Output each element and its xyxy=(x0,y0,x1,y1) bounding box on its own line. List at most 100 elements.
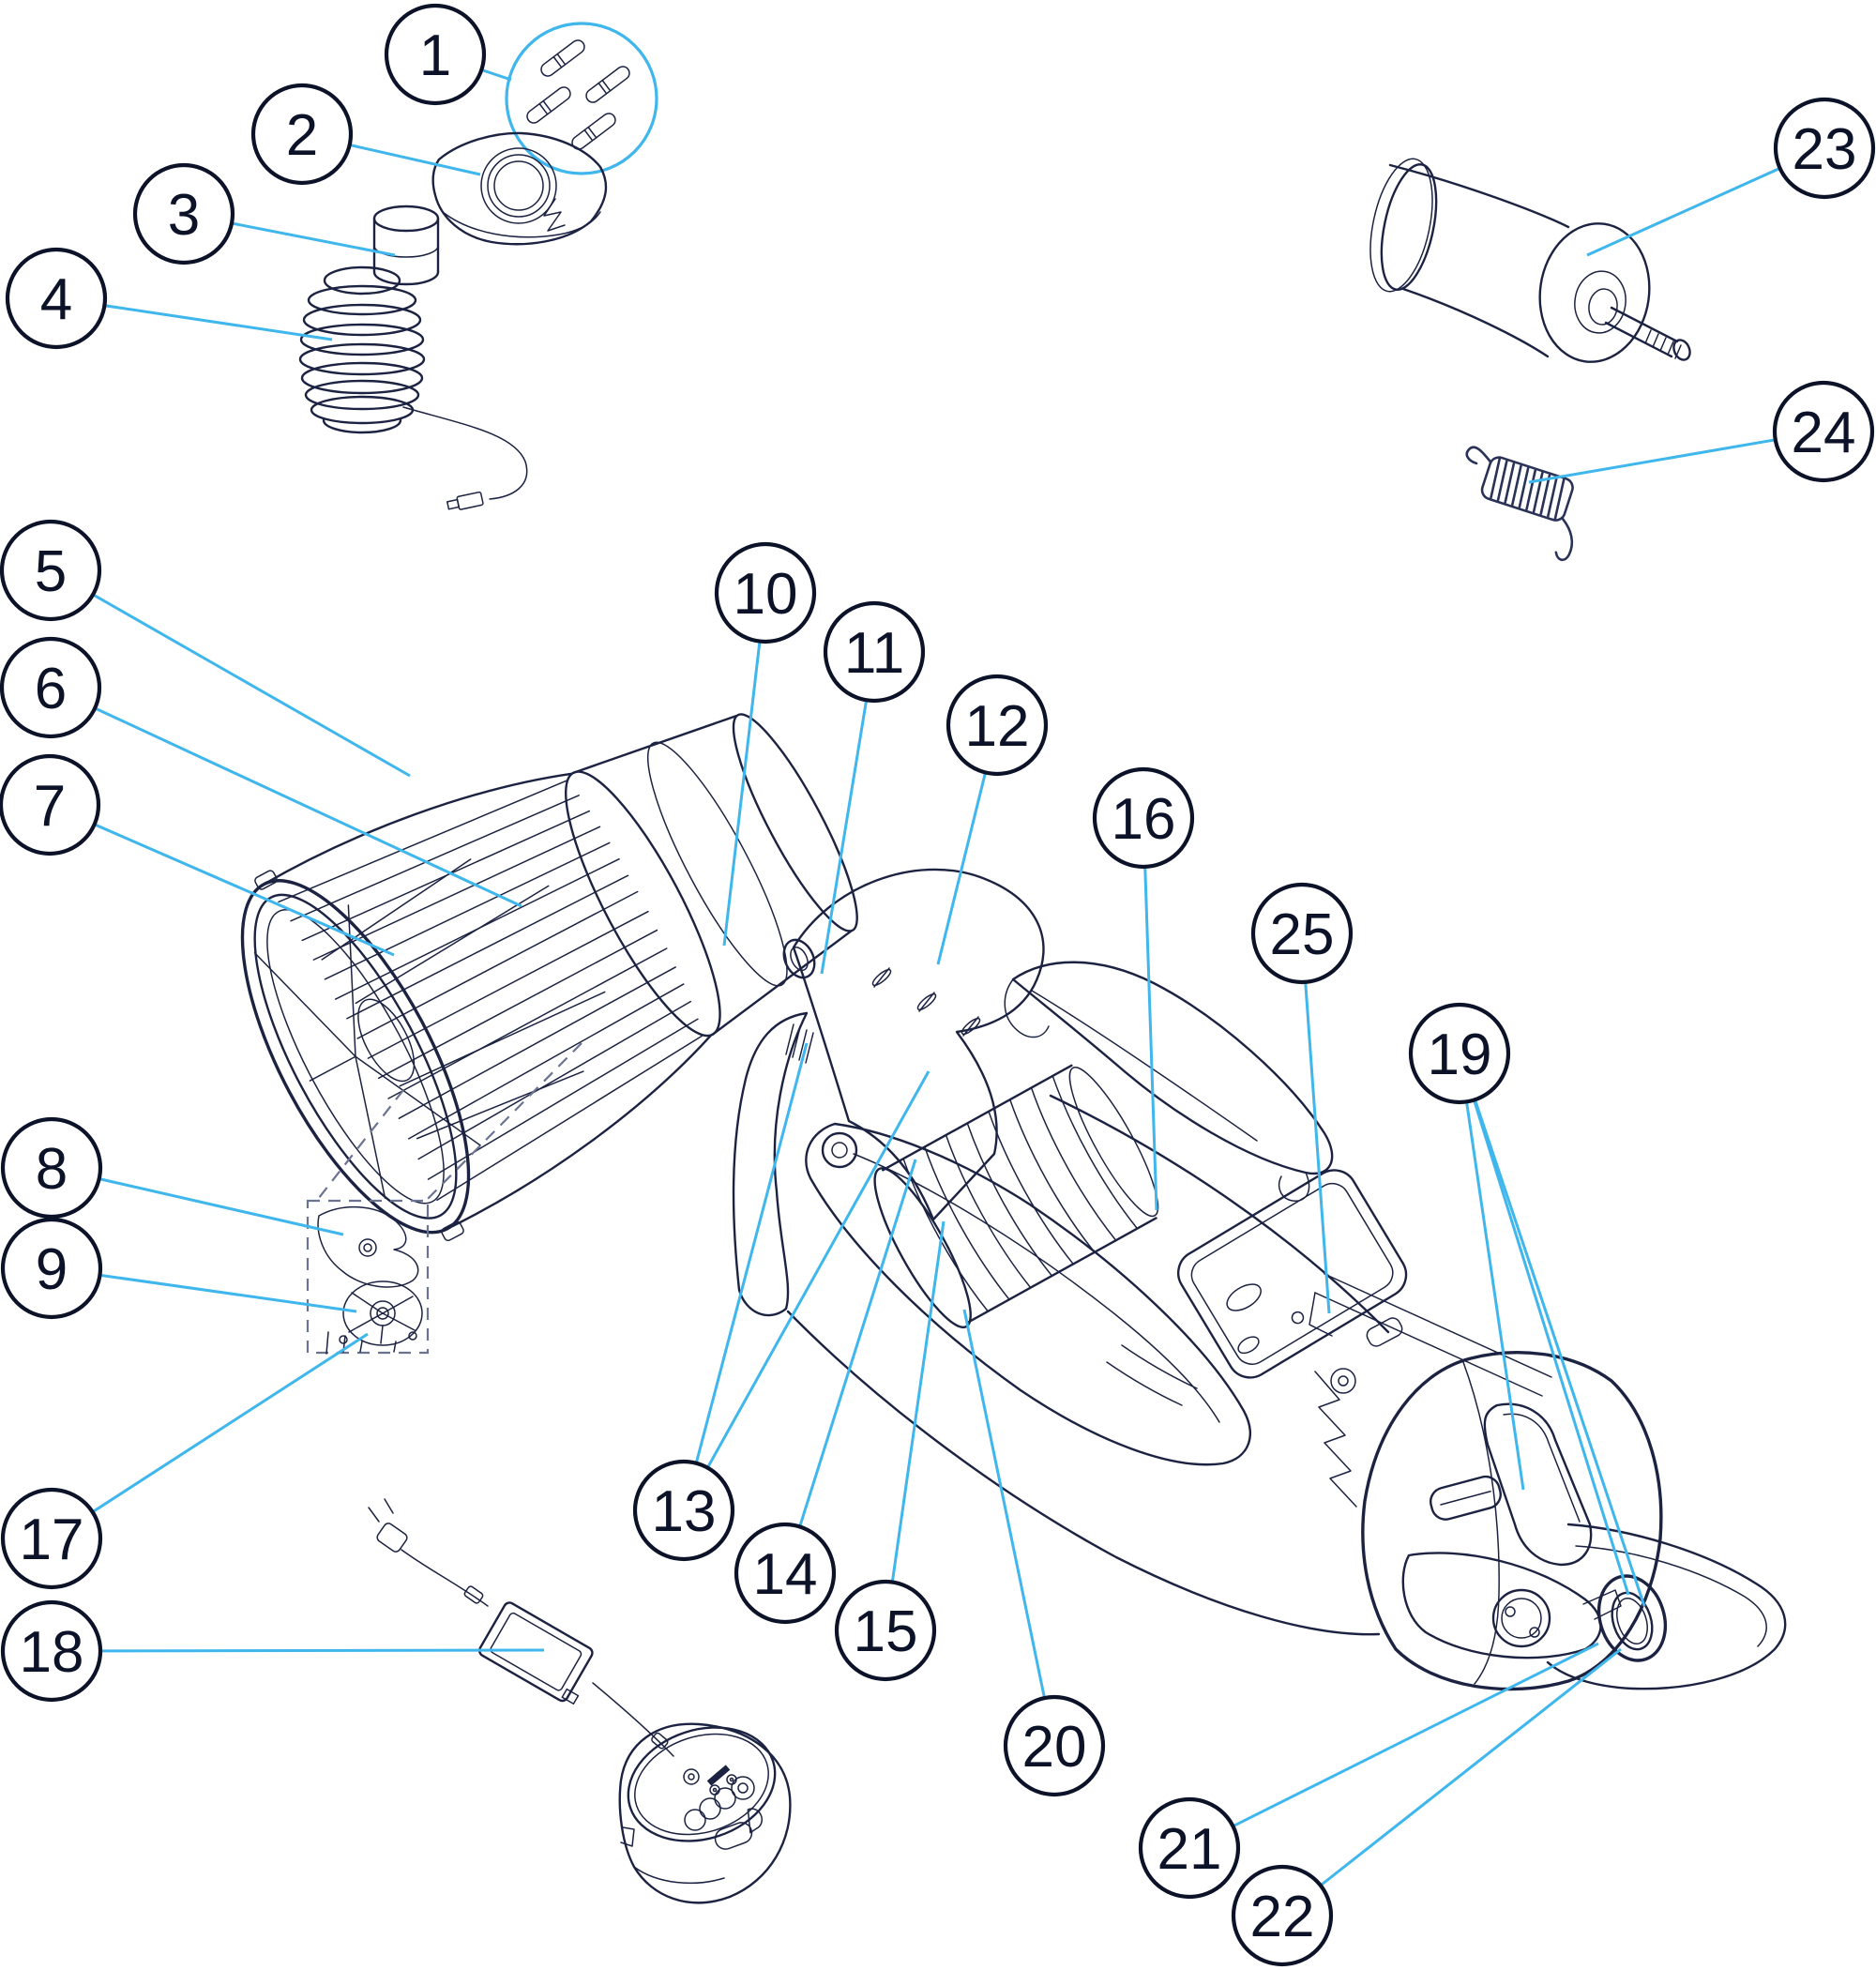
callout-19: 19 xyxy=(1408,1002,1511,1105)
callout-number: 11 xyxy=(844,621,904,686)
callout-bubble xyxy=(0,753,101,856)
callout-bubble xyxy=(132,162,235,265)
callout-number: 4 xyxy=(40,267,72,332)
callout-bubble xyxy=(0,1116,103,1220)
callout-bubble xyxy=(1772,380,1875,483)
accordion-hose xyxy=(873,1064,1159,1329)
callout-24: 24 xyxy=(1772,380,1875,483)
inner-basket xyxy=(253,858,606,1199)
callout-bubble xyxy=(0,1599,103,1703)
callout-number: 18 xyxy=(20,1620,84,1685)
callout-23: 23 xyxy=(1773,97,1876,200)
callout-18: 18 xyxy=(0,1599,103,1703)
callout-number: 13 xyxy=(652,1479,717,1544)
callout-10: 10 xyxy=(714,541,817,644)
fan-cage-assembly xyxy=(240,713,858,1242)
cord-connector xyxy=(446,491,484,510)
wall-plug xyxy=(368,1498,408,1553)
callout-number: 16 xyxy=(1112,787,1176,852)
callout-bubble xyxy=(0,519,102,622)
callout-14: 14 xyxy=(734,1522,837,1625)
upper-latch-lever xyxy=(1004,961,1334,1202)
leader-line-25-to-battery-door xyxy=(1300,932,1331,1314)
callout-number: 19 xyxy=(1428,1023,1492,1087)
callout-17: 17 xyxy=(0,1487,103,1590)
callout-layer: 1234567891011121314151617181920212223242… xyxy=(0,3,1876,1967)
hose-ribs xyxy=(902,1075,1139,1312)
callout-9: 9 xyxy=(0,1217,103,1320)
tail-teeth xyxy=(1314,1371,1357,1508)
leader-line-6-to-cage-ring xyxy=(50,686,522,908)
callout-3: 3 xyxy=(132,162,235,265)
callout-number: 25 xyxy=(1270,902,1335,967)
cage-ring xyxy=(253,893,458,1220)
frame-rails xyxy=(1309,1273,1552,1397)
jet-impeller xyxy=(325,1280,423,1355)
callout-bubble xyxy=(384,3,487,106)
leader-line-20-to-lower-latch-lever xyxy=(962,1309,1056,1747)
leader-line-21-to-tail-ring xyxy=(1188,1642,1599,1850)
leader-line-18-to-power-adapter xyxy=(51,1648,545,1653)
callout-number: 6 xyxy=(35,657,67,721)
callout-number: 23 xyxy=(1793,117,1857,182)
callout-number: 9 xyxy=(36,1237,68,1302)
leader-line-11-to-pivot-collar xyxy=(820,651,876,975)
adapter-brick xyxy=(477,1601,594,1705)
callout-number: 15 xyxy=(854,1599,918,1664)
callout-5: 5 xyxy=(0,519,102,622)
callout-number: 21 xyxy=(1157,1817,1222,1882)
charging-base xyxy=(618,1722,792,1904)
float-bellows xyxy=(298,265,528,510)
callout-25: 25 xyxy=(1250,882,1354,985)
grip-window xyxy=(1483,1402,1593,1567)
callout-bubble xyxy=(0,1217,103,1320)
cone-flap xyxy=(1401,1552,1622,1659)
screw-set-detail xyxy=(505,22,658,175)
leader-line-22-to-tail-ring-seal xyxy=(1281,1647,1622,1917)
callout-12: 12 xyxy=(946,674,1049,777)
strainer-cap xyxy=(431,131,608,246)
callout-number: 2 xyxy=(286,103,318,168)
callout-bubble xyxy=(823,600,926,704)
callout-4: 4 xyxy=(5,247,108,350)
callout-number: 24 xyxy=(1792,401,1856,465)
float-cylinder xyxy=(372,205,440,286)
leader-line-13-to-fixing-clips xyxy=(682,1070,930,1511)
leader-line-14-to-hose-front-ring xyxy=(783,1159,917,1574)
callout-bubble xyxy=(1092,766,1195,870)
callout-number: 3 xyxy=(168,183,200,248)
callout-13: 13 xyxy=(632,1459,735,1562)
leader-line-16-to-upper-latch-lever xyxy=(1142,817,1158,1211)
motor-shaft xyxy=(1604,306,1691,361)
pivot-collar xyxy=(782,938,816,979)
leader-line-10-to-motor-housing xyxy=(722,592,767,947)
leader-line-9-to-jet-impeller xyxy=(51,1266,357,1313)
yoke-lower-arm xyxy=(732,1011,809,1317)
screw-icon xyxy=(540,39,585,77)
callout-bubble xyxy=(1003,1694,1106,1797)
tail-ring xyxy=(1596,1574,1668,1662)
main-body xyxy=(786,1094,1552,1636)
callout-bubble xyxy=(1250,882,1354,985)
motor xyxy=(1369,158,1691,363)
leader-line-17-to-impeller-screw xyxy=(51,1332,369,1540)
leader-line-19-to-cone-handle xyxy=(1458,1053,1525,1491)
callout-bubble xyxy=(1231,1864,1334,1967)
callout-number: 8 xyxy=(36,1137,68,1202)
torsion-spring xyxy=(1465,446,1574,562)
screw-icon xyxy=(585,66,630,103)
fixing-clip xyxy=(785,1023,814,1064)
callout-bubble xyxy=(946,674,1049,777)
leader-line-13-to-fixing-clips xyxy=(682,1042,809,1511)
callout-16: 16 xyxy=(1092,766,1195,870)
callout-bubble xyxy=(1408,1002,1511,1105)
leader-line-7-to-inner-basket xyxy=(49,803,395,957)
callout-2: 2 xyxy=(250,83,354,186)
fan-cage xyxy=(240,770,721,1242)
callout-22: 22 xyxy=(1231,1864,1334,1967)
callout-number: 12 xyxy=(965,694,1030,759)
cone-collar xyxy=(1546,1523,1787,1690)
callout-bubble xyxy=(1773,97,1876,200)
